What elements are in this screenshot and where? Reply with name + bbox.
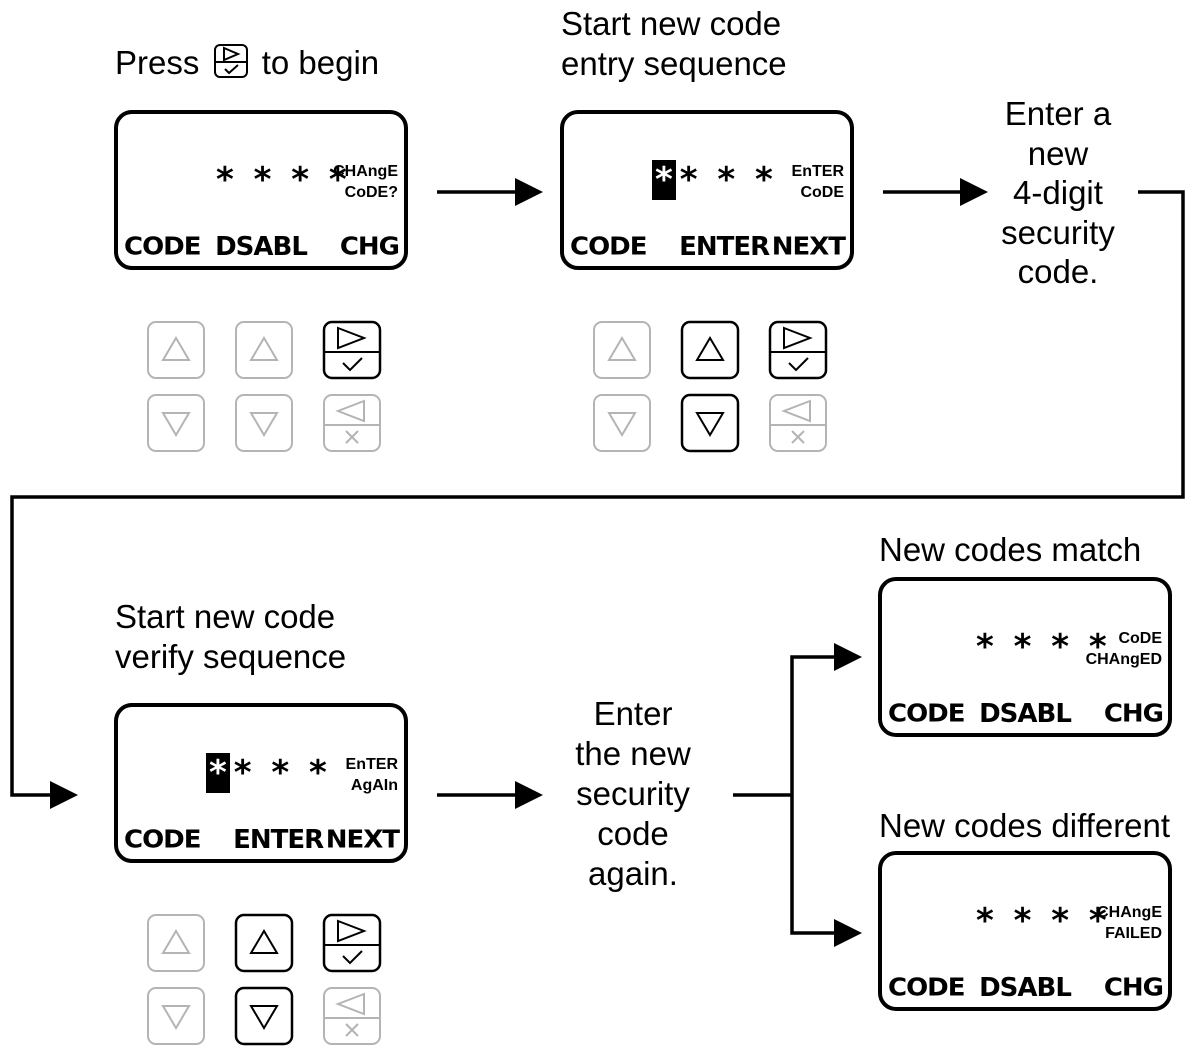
screen-message: EnTER CoDE <box>791 163 844 201</box>
lcd-screen-enter-again: ** * * EnTER AgAIn CODE ENTER NEXT <box>114 703 408 863</box>
keypad-3-enter-key[interactable] <box>322 913 382 973</box>
lcd-screen-change-code: * * * * CHAngE CoDE? CODE DSABL CHG <box>114 110 408 270</box>
softkey-chg: CHG <box>339 232 400 262</box>
keypad-2-down-arrow-key[interactable] <box>680 393 740 453</box>
code-digits: * * * * <box>976 627 1111 667</box>
keypad-2-back-key[interactable] <box>768 393 828 453</box>
softkey-chg: CHG <box>1103 973 1164 1003</box>
lcd-screen-enter-code: ** * * EnTER CoDE CODE ENTER NEXT <box>560 110 854 270</box>
softkey-next: NEXT <box>771 232 846 262</box>
softkey-code: CODE <box>570 232 648 262</box>
lcd-screen-code-changed: * * * * CoDE CHAngED CODE DSABL CHG <box>878 577 1172 737</box>
code-digits: ** * * <box>206 753 331 793</box>
screen-message: EnTER AgAIn <box>345 756 398 794</box>
code-digits: * * * * <box>976 901 1111 941</box>
digit-cursor: * <box>652 160 676 200</box>
keypad-2-enter-key[interactable] <box>768 320 828 380</box>
screen-message: CoDE CHAngED <box>1085 630 1162 668</box>
lcd-screen-change-failed: * * * * CHAngE FAILED CODE DSABL CHG <box>878 851 1172 1011</box>
step5-label: Enter the new security code again. <box>575 695 691 892</box>
softkey-enter: ENTER <box>233 825 324 855</box>
enter-check-icon <box>213 44 248 78</box>
enter-check-icon <box>324 919 380 965</box>
enter-check-icon <box>770 326 826 372</box>
different-label: New codes different <box>879 807 1171 844</box>
flow-arrow-icon <box>834 919 862 947</box>
code-digits: * * * * <box>216 160 351 200</box>
keypad-2-aux-up-arrow-key[interactable] <box>592 320 652 380</box>
match-label: New codes match <box>879 531 1142 568</box>
softkey-code: CODE <box>124 825 202 855</box>
up-arrow-icon <box>607 336 637 361</box>
enter-check-icon <box>324 326 380 372</box>
back-cancel-icon <box>770 399 826 444</box>
keypad-3-aux-down-arrow-key[interactable] <box>146 986 206 1046</box>
code-digits: ** * * <box>652 160 777 200</box>
digit-cursor: * <box>206 753 230 793</box>
up-arrow-icon <box>161 929 191 954</box>
up-arrow-icon <box>249 929 279 954</box>
keypad-3-back-key[interactable] <box>322 986 382 1046</box>
keypad-2-up-arrow-key[interactable] <box>680 320 740 380</box>
flow-arrow-icon <box>834 643 862 671</box>
screen-message: CHAngE CoDE? <box>333 163 398 201</box>
down-arrow-icon <box>249 1005 279 1030</box>
down-arrow-icon <box>249 412 279 437</box>
step2-label: Start new code entry sequence <box>561 5 787 82</box>
flow-arrow-icon <box>515 781 543 809</box>
down-arrow-icon <box>161 1005 191 1030</box>
back-cancel-icon <box>324 992 380 1037</box>
keypad-1-enter-key[interactable] <box>322 320 382 380</box>
up-arrow-icon <box>161 336 191 361</box>
arrow-branch-match <box>790 655 842 795</box>
back-cancel-icon <box>324 399 380 444</box>
screen-message: CHAngE FAILED <box>1097 904 1162 942</box>
softkey-code: CODE <box>888 973 966 1003</box>
softkey-dsabl: DSABL <box>979 699 1072 729</box>
step3-label: Enter a new 4-digit security code. <box>1001 95 1115 290</box>
keypad-3-up-arrow-key[interactable] <box>234 913 294 973</box>
flow-arrow-icon <box>960 178 988 206</box>
up-arrow-icon <box>695 336 725 361</box>
keypad-3-aux-up-arrow-key[interactable] <box>146 913 206 973</box>
keypad-2-aux-down-arrow-key[interactable] <box>592 393 652 453</box>
down-arrow-icon <box>607 412 637 437</box>
arrow-3-4 <box>10 190 1185 797</box>
softkey-code: CODE <box>124 232 202 262</box>
keypad-1-up-arrow-key[interactable] <box>234 320 294 380</box>
down-arrow-icon <box>695 412 725 437</box>
keypad-1-down-arrow-key[interactable] <box>234 393 294 453</box>
up-arrow-icon <box>249 336 279 361</box>
keypad-1-back-key[interactable] <box>322 393 382 453</box>
keypad-1-aux-up-arrow-key[interactable] <box>146 320 206 380</box>
keypad-1-aux-down-arrow-key[interactable] <box>146 393 206 453</box>
softkey-chg: CHG <box>1103 699 1164 729</box>
keypad-3-down-arrow-key[interactable] <box>234 986 294 1046</box>
softkey-dsabl: DSABL <box>979 973 1072 1003</box>
step1-label: Press to begin <box>115 44 380 81</box>
softkey-next: NEXT <box>325 825 400 855</box>
flow-arrow-icon <box>515 178 543 206</box>
flow-arrow-icon <box>50 781 78 809</box>
softkey-dsabl: DSABL <box>215 232 308 262</box>
softkey-enter: ENTER <box>679 232 770 262</box>
down-arrow-icon <box>161 412 191 437</box>
arrow-branch-different <box>790 795 842 935</box>
step4-label: Start new code verify sequence <box>115 598 347 675</box>
softkey-code: CODE <box>888 699 966 729</box>
